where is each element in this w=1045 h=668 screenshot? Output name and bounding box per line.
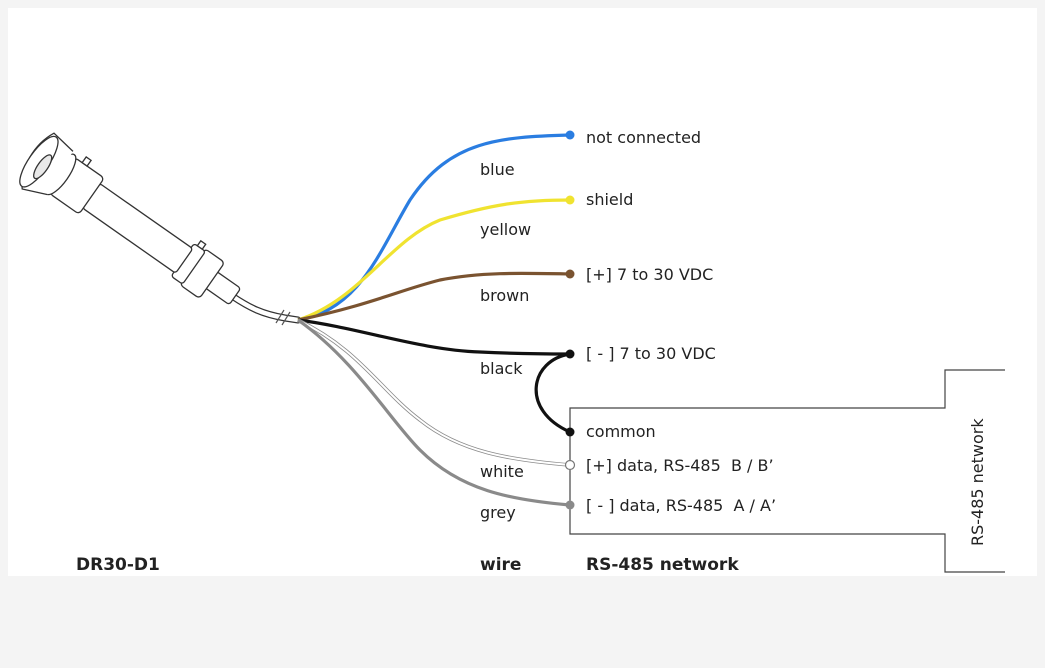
function-label-blue: not connected xyxy=(586,128,701,147)
function-label-yellow: shield xyxy=(586,190,633,209)
terminal-dot-yellow xyxy=(565,195,575,205)
network-side-label: RS-485 network xyxy=(968,418,987,546)
terminal-dot-black xyxy=(565,349,575,359)
diagram-panel xyxy=(8,8,1037,576)
function-label-brown: [+] 7 to 30 VDC xyxy=(586,265,713,284)
common-bridge-wire xyxy=(534,352,571,434)
wire-column-heading: wire xyxy=(480,555,521,575)
network-enclosure-outline xyxy=(569,369,1005,573)
wire-grey xyxy=(297,318,571,507)
wire-yellow xyxy=(297,198,571,322)
wire-label-yellow: yellow xyxy=(480,220,531,239)
terminal-dot-blue xyxy=(565,130,575,140)
terminal-dot-grey xyxy=(565,500,575,510)
device-name-heading: DR30-D1 xyxy=(76,555,160,575)
function-label-black: [ - ] 7 to 30 VDC xyxy=(586,344,716,363)
wire-black xyxy=(297,318,571,356)
wire-label-white: white xyxy=(480,462,524,481)
network-column-heading: RS-485 network xyxy=(586,555,739,575)
terminal-dot-brown xyxy=(565,269,575,279)
function-label-white: [+] data, RS-485 B / B’ xyxy=(586,456,774,475)
wire-blue xyxy=(297,133,571,322)
wire-label-grey: grey xyxy=(480,503,516,522)
sensor-device-icon xyxy=(19,132,302,326)
wire-white xyxy=(297,319,571,466)
wire-label-black: black xyxy=(480,359,523,378)
wire-label-blue: blue xyxy=(480,160,515,179)
wire-brown xyxy=(297,271,571,322)
terminal-dot-white xyxy=(564,459,576,471)
wire-label-brown: brown xyxy=(480,286,529,305)
terminal-dot-common xyxy=(565,427,575,437)
wires-layer xyxy=(297,133,571,507)
function-label-grey: [ - ] data, RS-485 A / A’ xyxy=(586,496,776,515)
function-label-common: common xyxy=(586,422,656,441)
